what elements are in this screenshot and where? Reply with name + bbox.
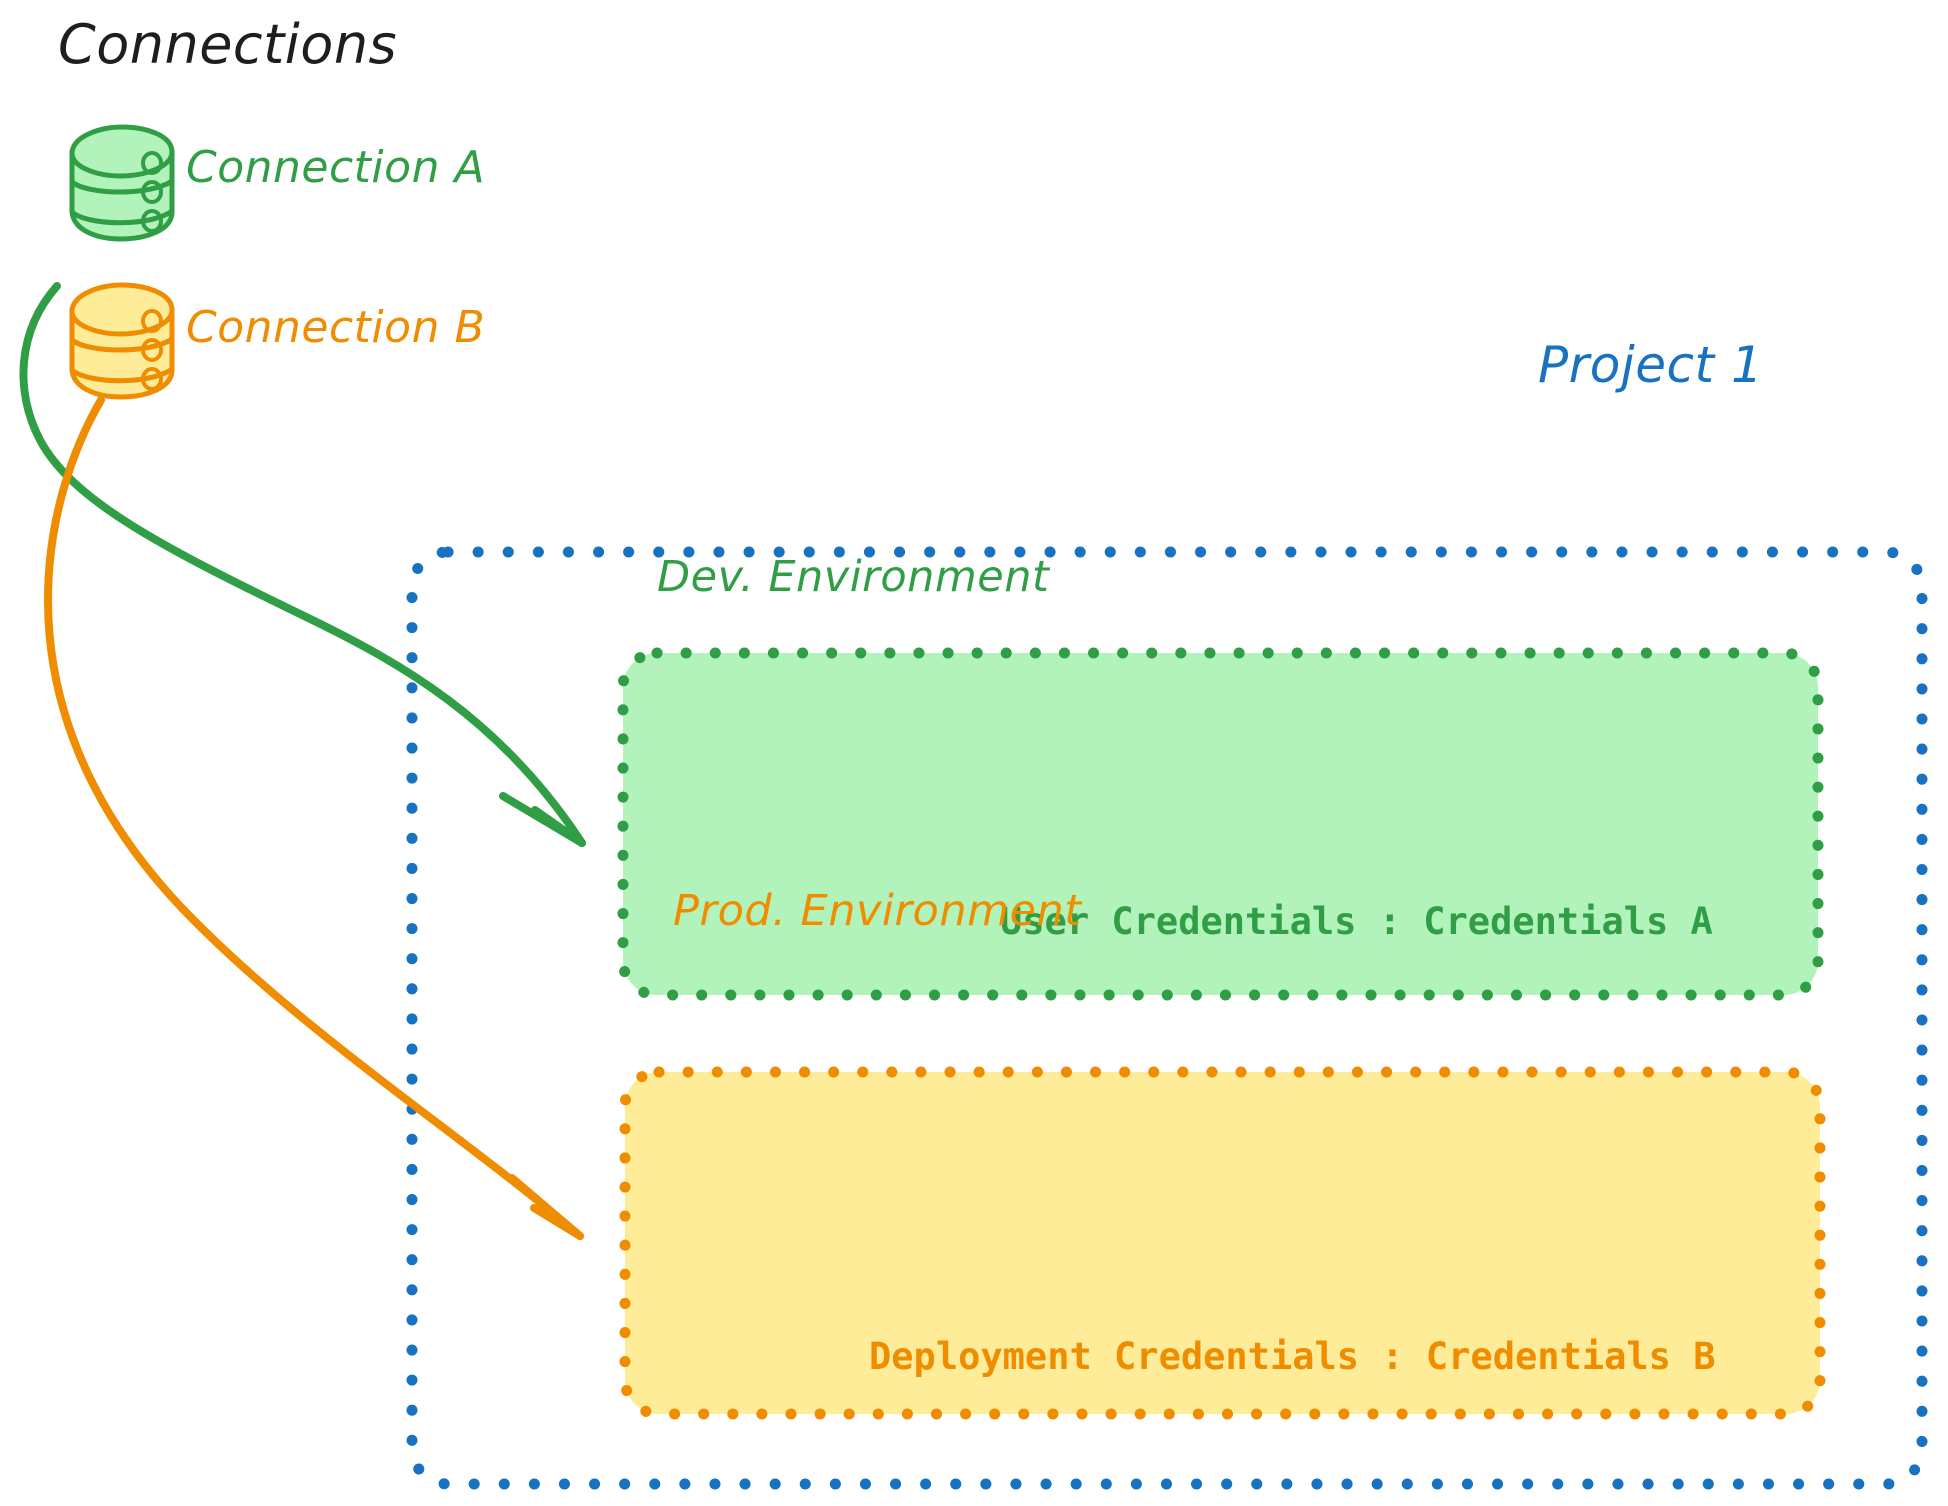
- page-title: Connections: [58, 13, 398, 76]
- database-icon-connection-b[interactable]: [69, 282, 175, 400]
- dev-environment-credentials: User Credentials : Credentials A: [1000, 900, 1713, 943]
- arrow-connection-a-to-dev: [19, 282, 586, 847]
- prod-environment-box[interactable]: [619, 1066, 1826, 1420]
- dev-environment-box[interactable]: [617, 647, 1824, 1001]
- database-icon-connection-a[interactable]: [69, 124, 175, 242]
- dev-environment-title: Dev. Environment: [657, 552, 1050, 602]
- connection-b-label[interactable]: Connection B: [186, 302, 486, 353]
- project-title: Project 1: [1538, 336, 1764, 394]
- connection-a-label[interactable]: Connection A: [186, 142, 486, 193]
- project-container[interactable]: [406, 546, 1928, 1490]
- prod-environment-title: Prod. Environment: [673, 886, 1082, 936]
- arrow-connection-b-to-prod: [44, 396, 584, 1240]
- prod-environment-credentials: Deployment Credentials : Credentials B: [869, 1335, 1716, 1378]
